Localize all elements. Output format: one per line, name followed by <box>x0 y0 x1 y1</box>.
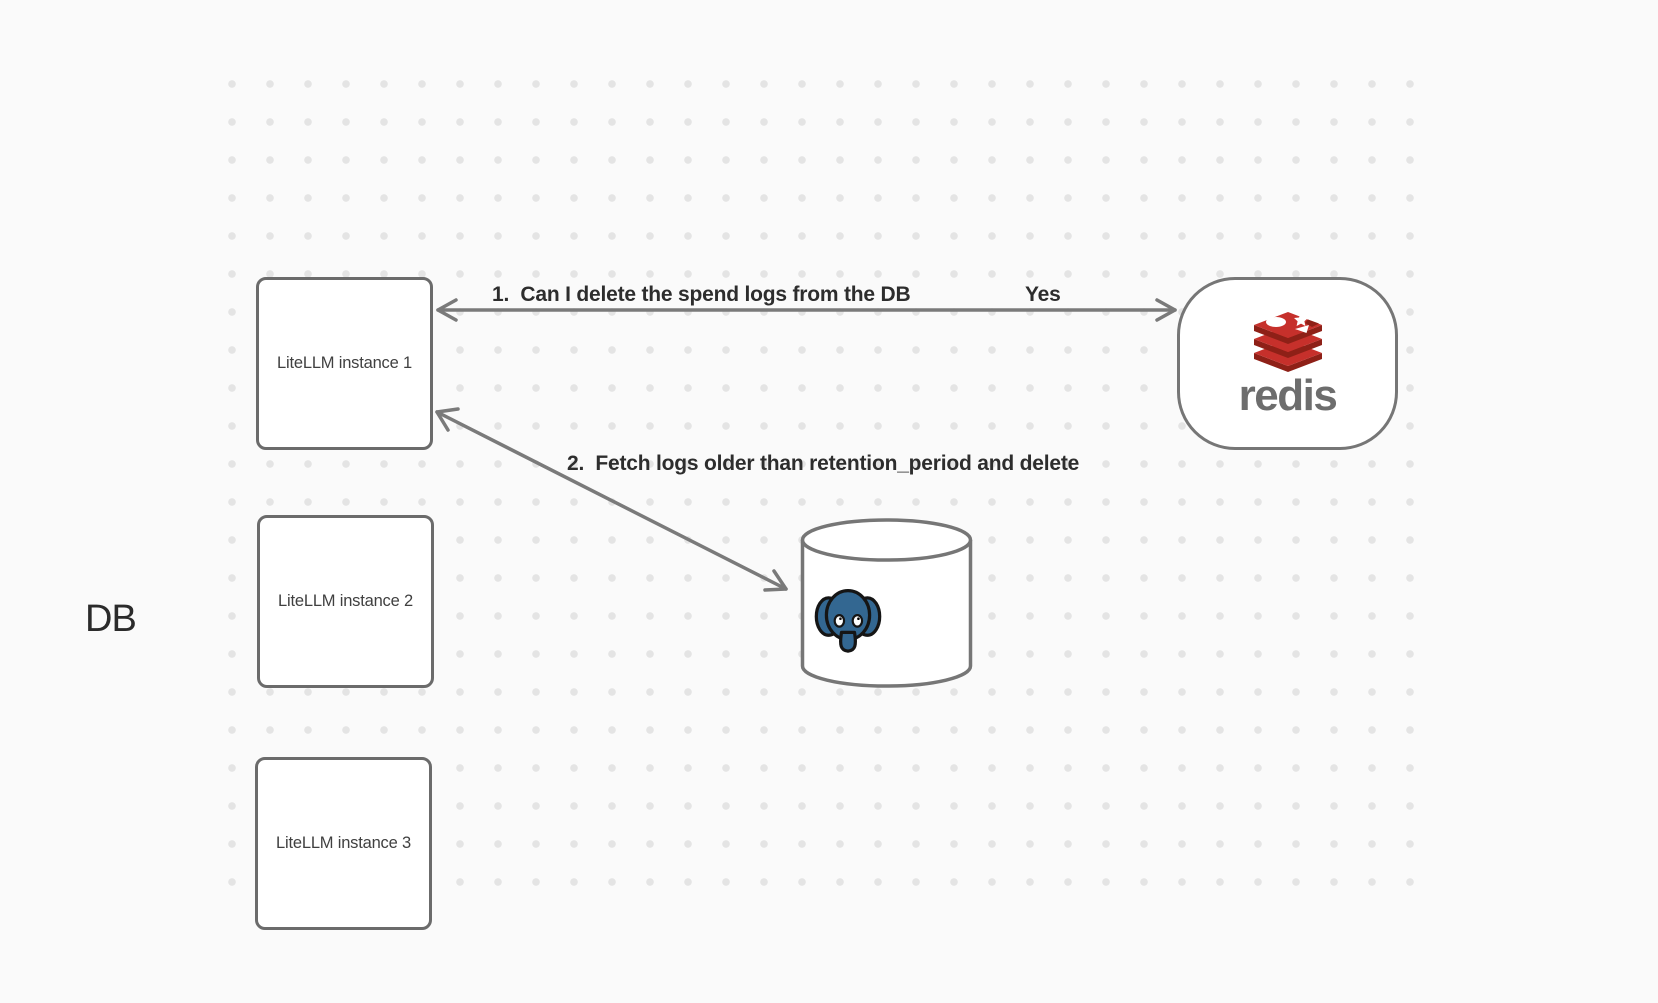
node-litellm-instance-2-label: LiteLLM instance 2 <box>278 592 413 610</box>
node-litellm-instance-3-label: LiteLLM instance 3 <box>276 834 411 852</box>
redis-logo-icon <box>1253 311 1322 372</box>
node-litellm-instance-3: LiteLLM instance 3 <box>255 757 432 930</box>
node-db <box>799 518 974 688</box>
postgresql-elephant-icon <box>814 589 882 653</box>
edge1-label: 1. Can I delete the spend logs from the … <box>492 283 911 306</box>
node-litellm-instance-1-label: LiteLLM instance 1 <box>277 354 412 372</box>
redis-wordmark: redis <box>1238 370 1338 420</box>
db-label: DB <box>85 598 137 640</box>
node-litellm-instance-1: LiteLLM instance 1 <box>256 277 433 450</box>
node-litellm-instance-2: LiteLLM instance 2 <box>257 515 434 688</box>
edge2-label: 2. Fetch logs older than retention_perio… <box>567 452 1080 475</box>
node-redis: redis <box>1177 277 1398 450</box>
edge1-reply-yes: Yes <box>1025 283 1061 306</box>
